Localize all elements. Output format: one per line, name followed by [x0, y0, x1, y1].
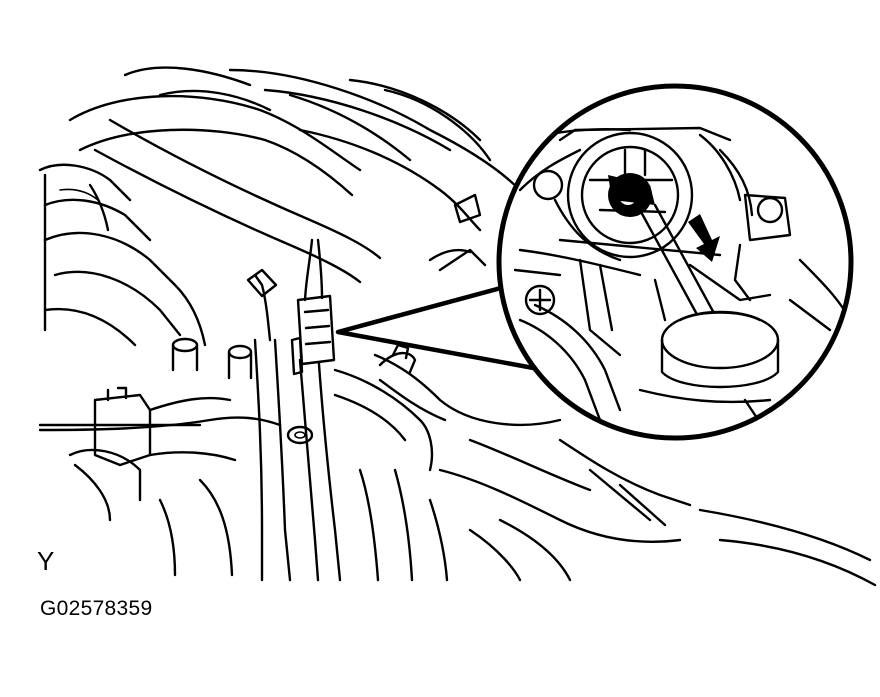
rotate-direction-arrow-icon — [688, 214, 720, 262]
view-letter-label: Y — [37, 546, 55, 576]
magnified-detail-circle — [496, 83, 854, 441]
figure-code-label: G02578359 — [40, 597, 153, 620]
engine-body-linework — [38, 66, 877, 587]
